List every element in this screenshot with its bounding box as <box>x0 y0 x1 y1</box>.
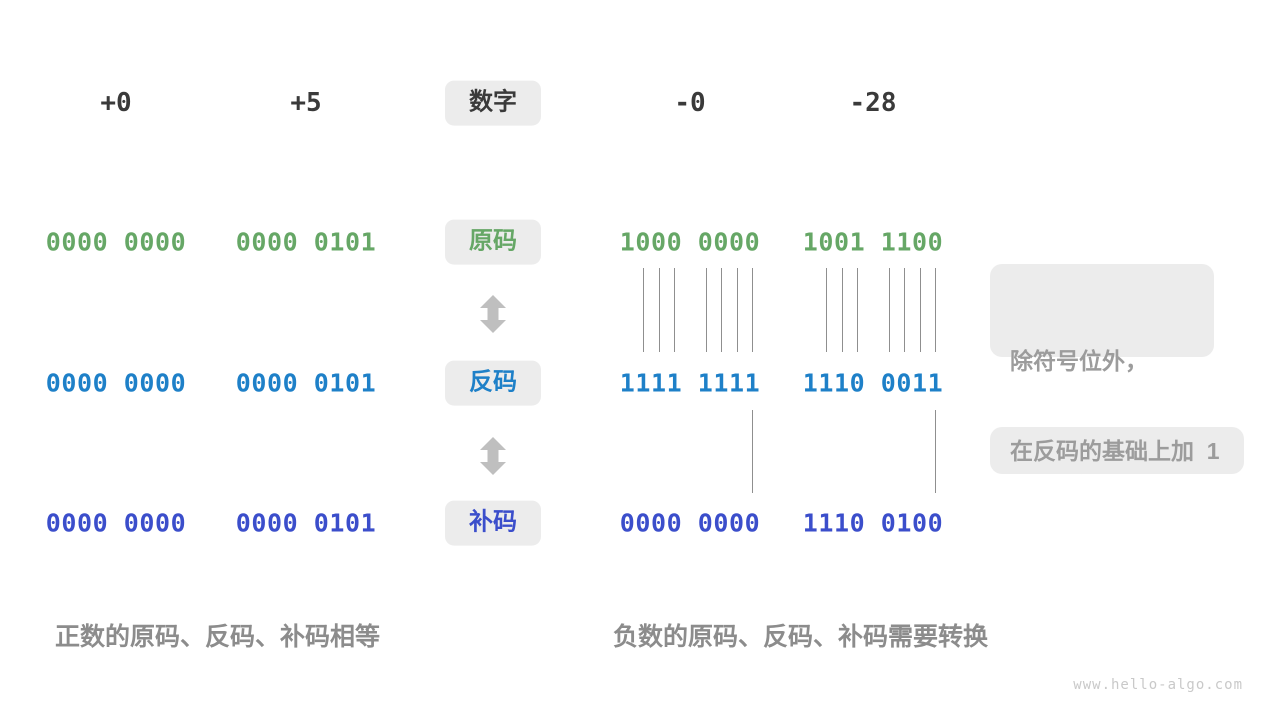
tick-line <box>935 410 937 493</box>
tick-line <box>919 268 921 352</box>
tick-line <box>736 268 738 352</box>
tick-line <box>658 268 660 352</box>
flip-bits-note: 除符号位外， 对其余所有位取反 <box>990 264 1214 476</box>
flip-bits-note-line1: 除符号位外， <box>1010 348 1148 374</box>
tick-line <box>752 410 754 493</box>
twos-complement-of-minus-twenty-eight: 1110 0100 <box>802 508 944 538</box>
tick-line <box>904 268 906 352</box>
updown-arrow-icon <box>480 295 506 333</box>
badge-twos-complement: 补码 <box>445 500 541 546</box>
tick-line <box>752 268 754 352</box>
updown-arrow-shape <box>480 437 506 475</box>
badge-ones-complement: 反码 <box>445 360 541 406</box>
tick-line <box>888 268 890 352</box>
add-one-note: 在反码的基础上加 1 <box>990 427 1244 474</box>
tick-line <box>721 268 723 352</box>
tick-line <box>857 268 859 352</box>
number-minus-twenty-eight: -28 <box>849 88 897 118</box>
tick-line <box>705 268 707 352</box>
badge-number-label: 数字 <box>445 80 541 126</box>
number-minus-zero: -0 <box>674 88 706 118</box>
ones-complement-of-minus-zero: 1111 1111 <box>619 368 761 398</box>
tick-line <box>935 268 937 352</box>
twos-complement-of-plus-zero: 0000 0000 <box>45 508 187 538</box>
ones-complement-of-plus-five: 0000 0101 <box>235 368 377 398</box>
badge-sign-magnitude: 原码 <box>445 219 541 265</box>
number-plus-zero: +0 <box>100 88 132 118</box>
caption-positive-numbers: 正数的原码、反码、补码相等 <box>55 623 381 651</box>
twos-complement-of-plus-five: 0000 0101 <box>235 508 377 538</box>
sign-magnitude-of-minus-twenty-eight: 1001 1100 <box>802 227 944 257</box>
caption-negative-numbers: 负数的原码、反码、补码需要转换 <box>613 623 989 651</box>
sign-magnitude-of-plus-zero: 0000 0000 <box>45 227 187 257</box>
updown-arrow-shape <box>480 295 506 333</box>
ones-complement-of-plus-zero: 0000 0000 <box>45 368 187 398</box>
twos-complement-of-minus-zero: 0000 0000 <box>619 508 761 538</box>
tick-line <box>643 268 645 352</box>
ones-complement-of-minus-twenty-eight: 1110 0011 <box>802 368 944 398</box>
sign-magnitude-of-plus-five: 0000 0101 <box>235 227 377 257</box>
tick-line <box>826 268 828 352</box>
updown-arrow-icon <box>480 437 506 475</box>
tick-line <box>841 268 843 352</box>
number-plus-five: +5 <box>290 88 322 118</box>
add-one-note-text: 在反码的基础上加 1 <box>1010 437 1220 464</box>
site-watermark: www.hello-algo.com <box>1073 677 1243 693</box>
sign-magnitude-of-minus-zero: 1000 0000 <box>619 227 761 257</box>
tick-line <box>674 268 676 352</box>
